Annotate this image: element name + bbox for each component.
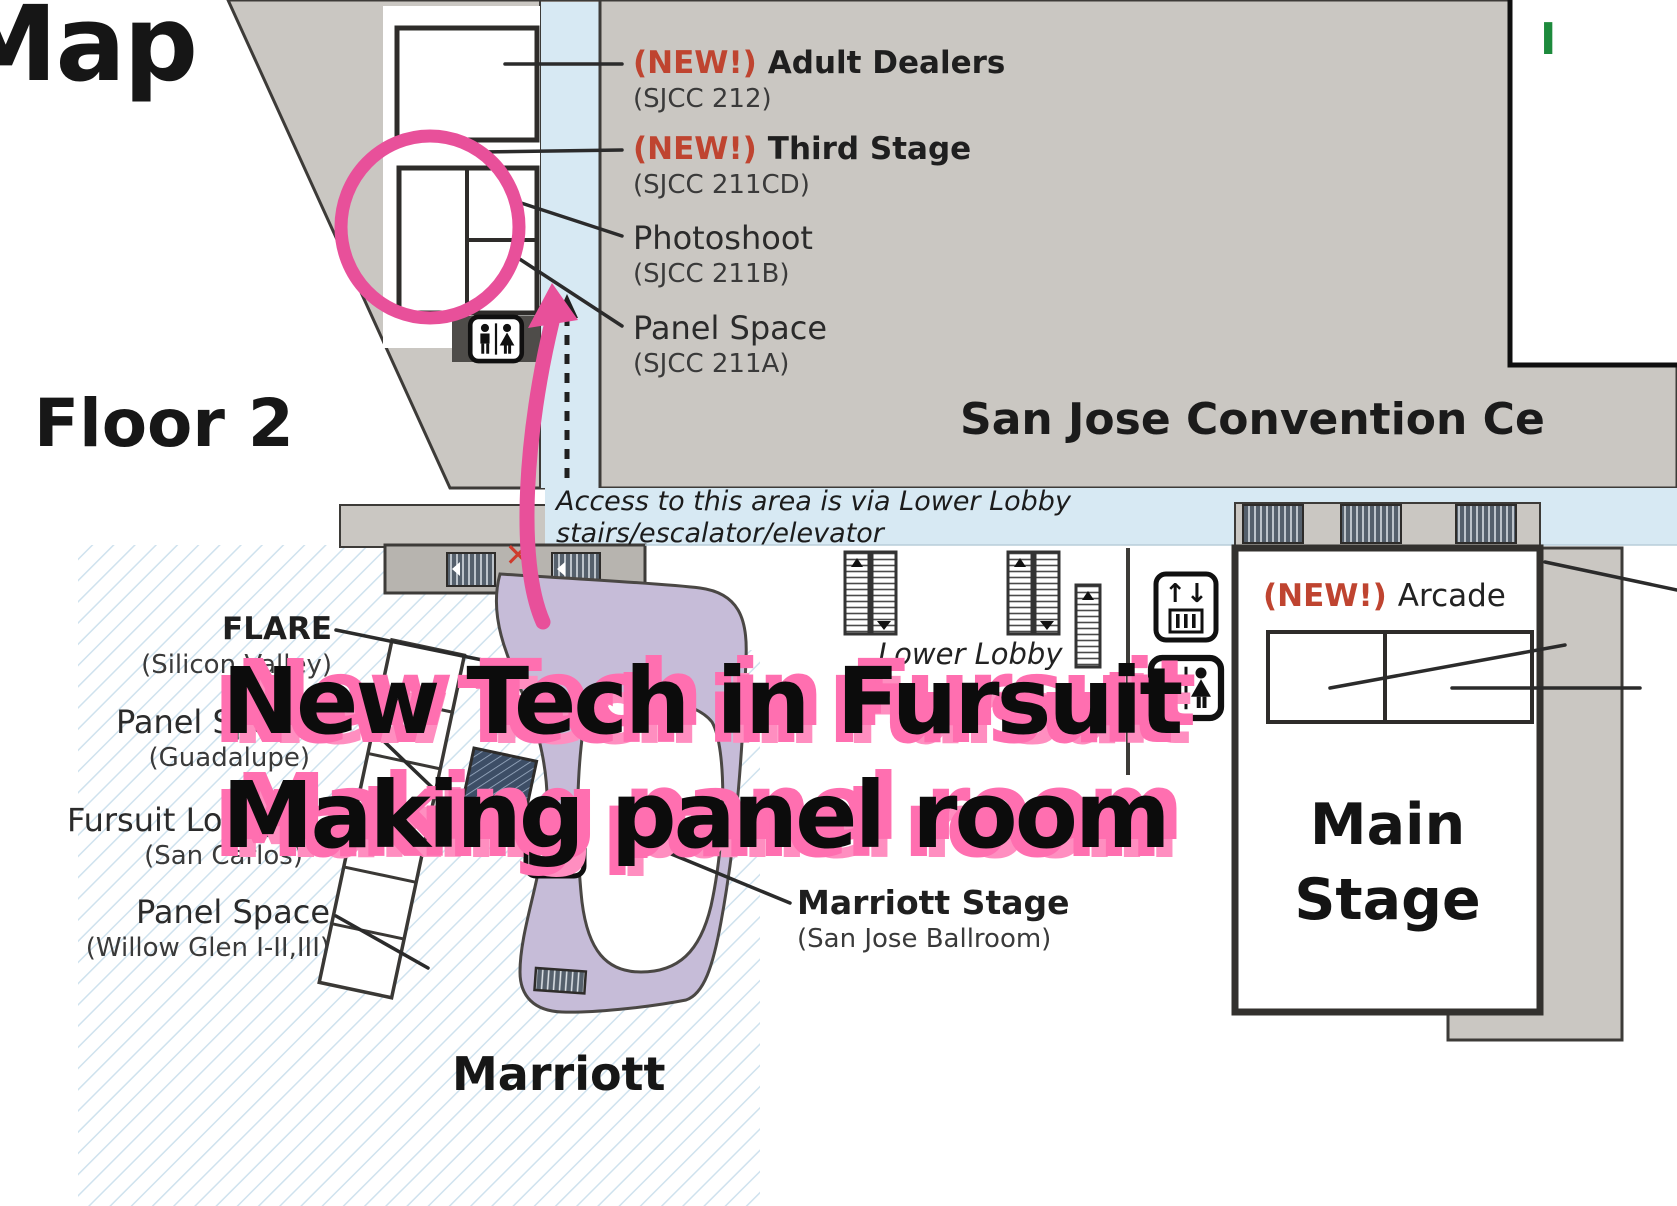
main-stage-hall	[1231, 544, 1544, 1016]
highlight-arrowhead	[528, 283, 578, 328]
svg-text:↓: ↓	[530, 820, 553, 853]
callout-panel-space-sjcc: Panel Space (SJCC 211A)	[633, 309, 828, 380]
vent-hatch	[1455, 504, 1517, 544]
room-location: (SJCC 211CD)	[633, 169, 810, 200]
callout-arcade: (NEW!) Arcade	[1263, 578, 1506, 615]
callout-panel-space-guadalupe: Panel Space (Guadalupe)	[60, 703, 310, 774]
marriott-stairwell	[460, 746, 539, 816]
room-name: Third Stage	[767, 131, 972, 167]
leader-flare	[334, 628, 494, 664]
new-badge: (NEW!)	[633, 45, 757, 81]
marriott-panel-rooms	[317, 637, 467, 1000]
access-note-line1: Access to this area is via Lower Lobby	[556, 486, 1071, 517]
room-location: (Willow Glen I-II,III)	[85, 933, 330, 964]
callout-marriott-stage: Marriott Stage (San Jose Ballroom)	[797, 883, 1070, 955]
room-name: Marriott Stage	[797, 883, 1070, 922]
callout-flare: FLARE (Silicon Valley)	[60, 611, 332, 680]
room-location: (SJCC 212)	[633, 83, 772, 114]
escalator-up-icon	[1014, 558, 1026, 567]
new-badge: (NEW!)	[1263, 578, 1387, 614]
escalator-up-icon	[851, 558, 863, 567]
room-location: (Silicon Valley)	[141, 649, 332, 680]
elevator-icon: ↑↓	[1153, 571, 1219, 643]
lower-lobby-label: Lower Lobby	[878, 637, 1063, 671]
room-location: (Guadalupe)	[148, 743, 310, 774]
highlight-circle-annotation	[334, 129, 526, 325]
callout-photoshoot: Photoshoot (SJCC 211B)	[633, 219, 813, 290]
room-location: (SJCC 211B)	[633, 259, 790, 290]
escalator-arrow-icon	[452, 562, 460, 576]
escalator-up-icon	[1082, 591, 1094, 600]
room-name: Panel Space	[135, 893, 330, 931]
room-sjcc-212	[394, 25, 540, 143]
legend-box	[1507, 0, 1677, 368]
room-name: Adult Dealers	[767, 45, 1006, 81]
access-note-line2: stairs/escalator/elevator	[556, 518, 884, 550]
svg-text:↑↓: ↑↓	[1164, 579, 1208, 609]
room-location: (San Jose Ballroom)	[797, 924, 1052, 955]
leader-line-arcade-1	[1328, 643, 1567, 690]
restroom-icon	[470, 317, 522, 361]
room-name: Panel Space	[115, 703, 310, 741]
leader-willow-glen	[334, 914, 430, 970]
main-stage-label: Main Stage	[1235, 788, 1540, 938]
callout-panel-space-willow-glen: Panel Space (Willow Glen I-II,III)	[58, 893, 330, 964]
room-location: (SJCC 211A)	[633, 349, 790, 380]
access-note: Access to this area is via Lower Lobby s…	[556, 486, 1071, 551]
room-name: Fursuit Lounge	[66, 801, 303, 839]
leader-third-stage	[476, 148, 624, 154]
annotation-text-line2: Making panel room	[222, 762, 1171, 869]
escalator-down-icon	[877, 621, 891, 630]
vent-hatch	[1340, 504, 1402, 544]
vent-hatch	[1242, 504, 1304, 544]
room-name: Panel Space	[633, 309, 828, 347]
escalator-arrow-icon	[557, 562, 565, 576]
venue-title: San Jose Convention Ce	[960, 394, 1545, 445]
page-title: Map	[0, 0, 198, 105]
building-jog-wall	[339, 504, 553, 548]
callout-fursuit-lounge: Fursuit Lounge (San Carlos)	[55, 801, 303, 872]
leader-marriott-stage	[662, 849, 792, 905]
marriott-label: Marriott	[452, 1047, 666, 1101]
escalator-pair-2	[1006, 550, 1061, 636]
annotation-text-line1: New Tech in Fursuit	[222, 648, 1183, 755]
upper-corridor	[540, 2, 600, 488]
escalator-down-icon: ↓	[523, 815, 587, 879]
leader-photoshoot	[510, 198, 624, 238]
leader-panel-space-sjcc	[516, 256, 624, 328]
leader-lines	[334, 62, 792, 970]
callout-third-stage: (NEW!) Third Stage (SJCC 211CD)	[633, 131, 972, 200]
callout-adult-dealers: (NEW!) Adult Dealers (SJCC 212)	[633, 45, 1006, 114]
main-stage-line1: Main	[1309, 792, 1466, 858]
room-location: (San Carlos)	[144, 841, 303, 872]
escalator-single	[1074, 583, 1102, 669]
escalator-down-icon	[1040, 621, 1054, 630]
room-name: Photoshoot	[633, 219, 813, 257]
new-badge: (NEW!)	[633, 131, 757, 167]
legend-title-fragment: I	[1540, 14, 1557, 65]
main-stage-line2: Stage	[1294, 867, 1481, 934]
leader-line-right-edge	[1543, 560, 1677, 592]
escalator-pair-1	[843, 550, 898, 636]
floor-label: Floor 2	[34, 385, 294, 462]
room-name: FLARE	[222, 611, 332, 647]
arcade-rooms	[1266, 630, 1534, 724]
highlight-arrow-annotation	[519, 314, 560, 630]
room-name: Arcade	[1397, 578, 1506, 614]
leader-guadalupe	[366, 724, 442, 797]
marriott-escalator-hatch	[533, 966, 588, 995]
